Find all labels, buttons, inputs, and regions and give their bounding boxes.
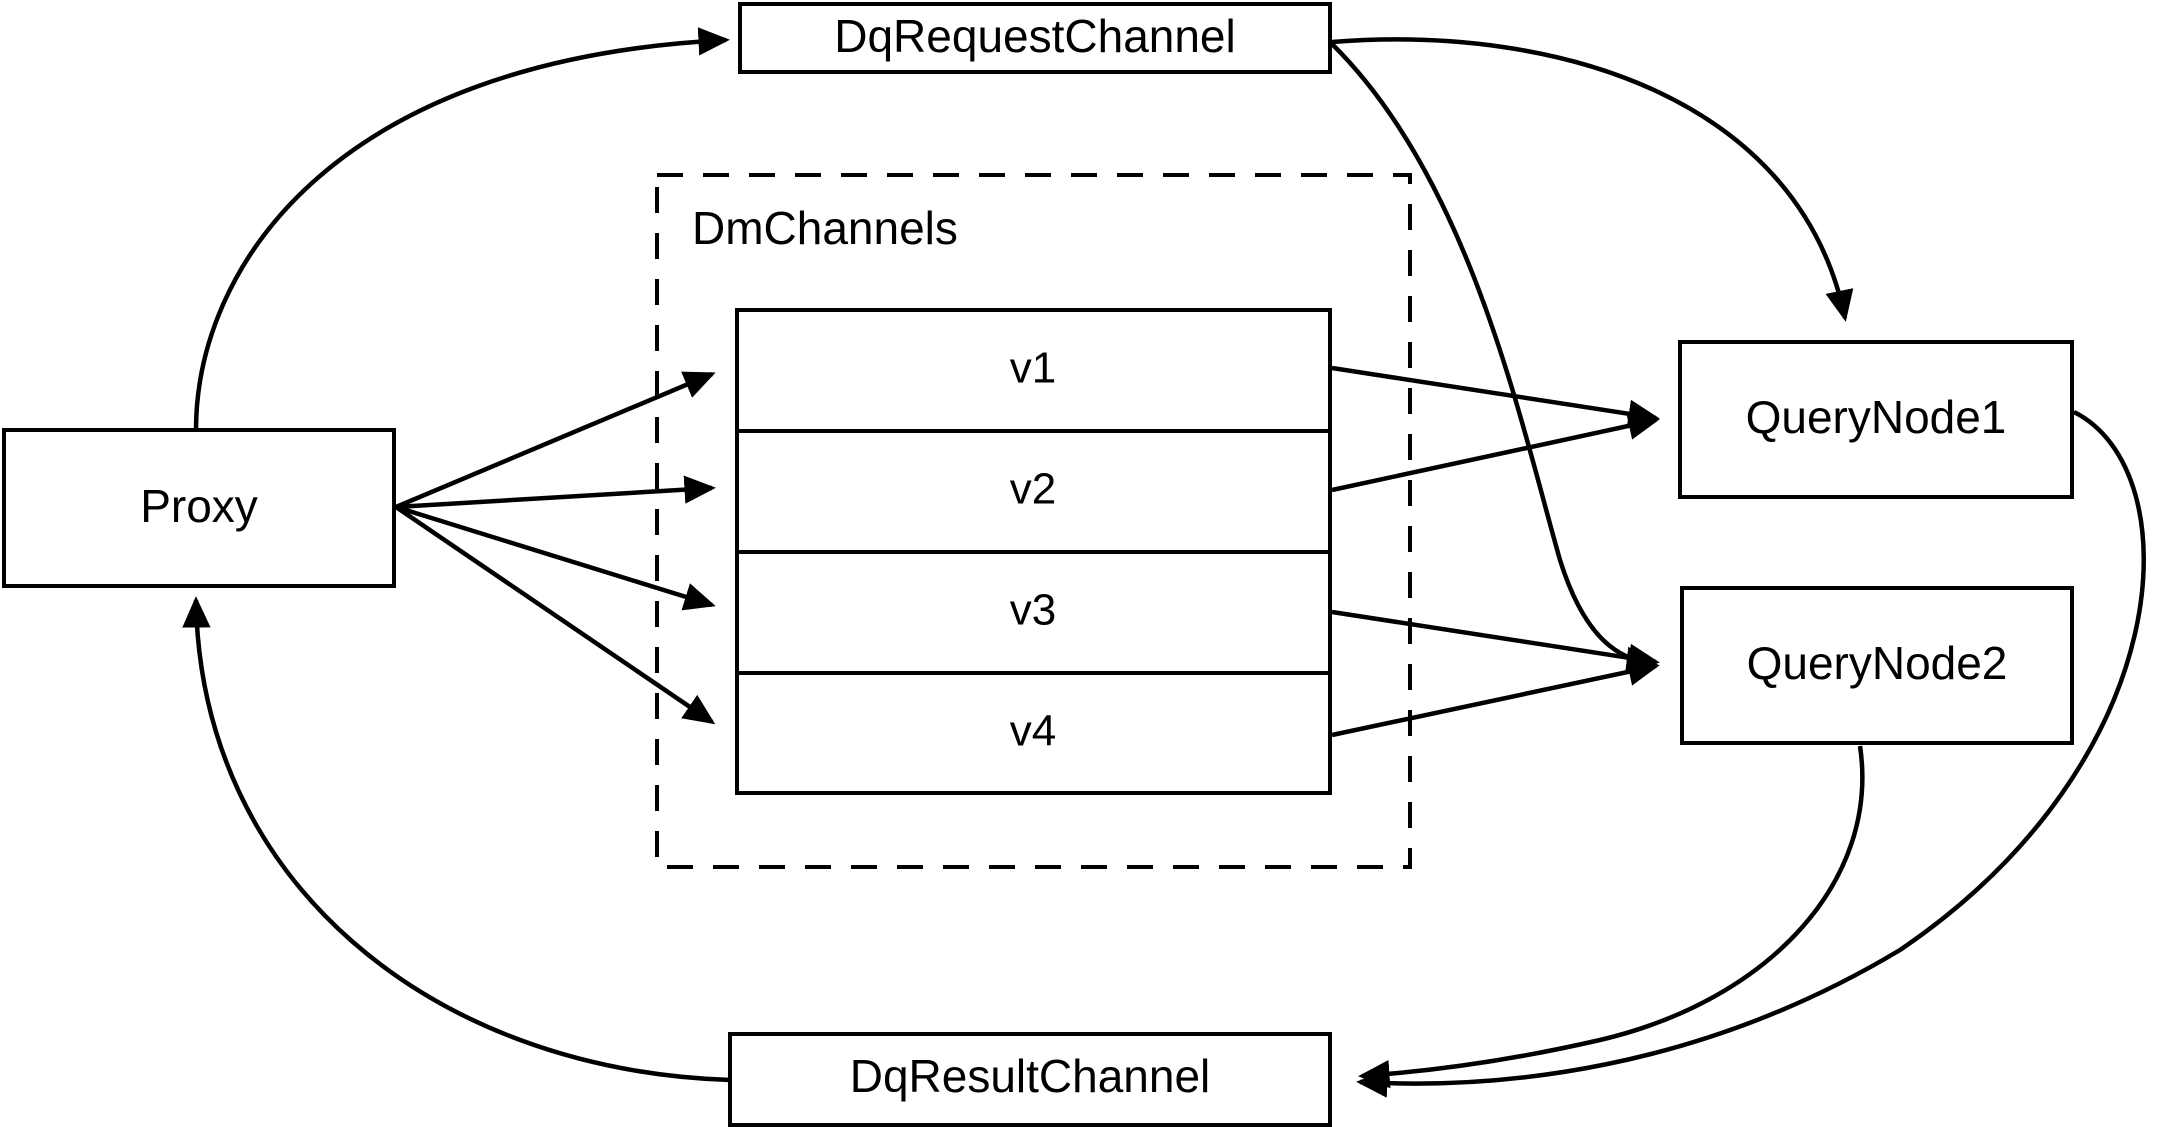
edge-v4-to-querynode2: [1331, 657, 1660, 738]
edge-v3-to-querynode2: [1331, 609, 1660, 672]
vchannel-row-v4-label: v4: [1010, 707, 1056, 756]
node-dqresultchannel-label: DqResultChannel: [850, 1050, 1211, 1102]
vchannel-row-v3-label: v3: [1010, 586, 1056, 635]
edge-querynode2-to-dqresultchannel: [1358, 745, 1865, 1089]
node-dqresultchannel-box[interactable]: [728, 1032, 1332, 1127]
node-querynode2-label: QueryNode2: [1747, 637, 2008, 689]
edge-dqresultchannel-to-proxy: [182, 596, 731, 1083]
node-querynode1-box[interactable]: [1678, 340, 2074, 499]
vchannel-row-v2-label: v2: [1010, 465, 1056, 514]
node-querynode1-label: QueryNode1: [1746, 391, 2007, 443]
node-querynode2-box[interactable]: [1680, 586, 2074, 745]
node-proxy-label: Proxy: [140, 480, 258, 532]
edge-proxy-to-v2: [395, 475, 716, 510]
edge-v1-to-querynode1: [1331, 365, 1660, 428]
edge-querynode1-to-dqresultchannel: [1356, 409, 2146, 1098]
node-dqrequestchannel-label: DqRequestChannel: [834, 10, 1236, 62]
edge-proxy-to-v4: [394, 505, 716, 725]
edge-v2-to-querynode1: [1331, 411, 1660, 493]
edge-proxy-to-v1: [395, 371, 716, 510]
edge-dqrequestchannel-to-querynode1: [1331, 37, 1854, 322]
dmchannels-group-box: [655, 173, 1412, 869]
edge-dqrequestchannel-to-querynode2: [1330, 42, 1658, 675]
edge-proxy-to-dqrequestchannel: [193, 27, 730, 431]
node-dqrequestchannel-box[interactable]: [738, 2, 1332, 74]
node-proxy-box[interactable]: [2, 428, 396, 588]
dmchannels-group-label: DmChannels: [692, 202, 958, 254]
vchannel-row-v1-label: v1: [1010, 344, 1056, 393]
edge-proxy-to-v3: [395, 504, 716, 611]
